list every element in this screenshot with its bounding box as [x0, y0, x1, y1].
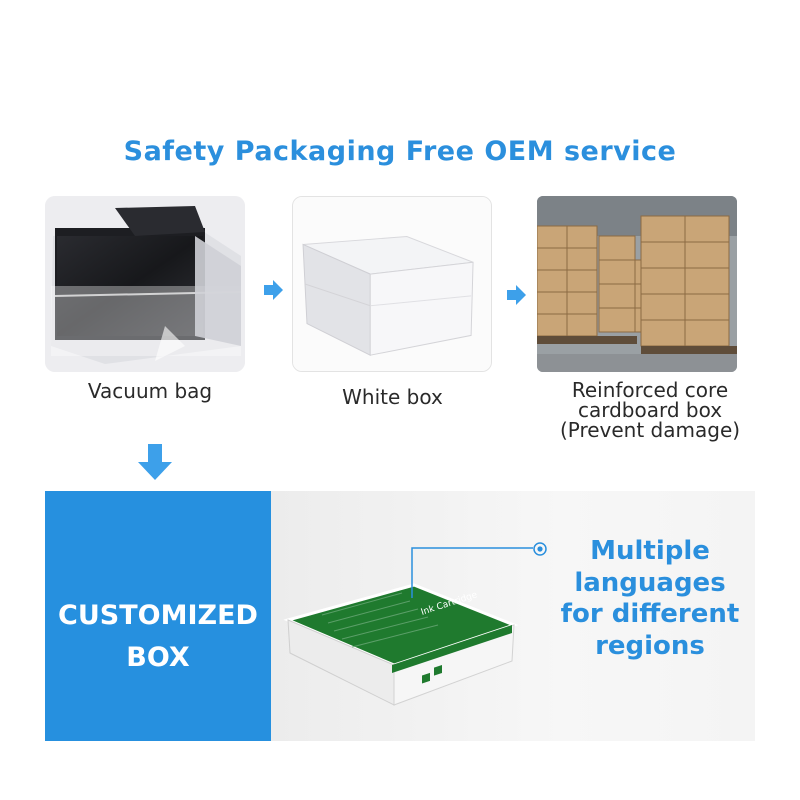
arrow-right-icon [262, 279, 284, 301]
multi-language-callout: Multiple languages for different regions [540, 536, 760, 662]
callout-line-text: languages [574, 567, 726, 598]
label-line: BOX [126, 642, 190, 673]
callout-line-text: for different [560, 599, 740, 629]
arrow-right-icon [505, 284, 527, 306]
customized-box-label: CUSTOMIZED BOX [45, 595, 271, 679]
arrow-down-icon [138, 444, 172, 480]
white-box-caption: White box [342, 385, 443, 409]
caption-line: Reinforced core [571, 378, 729, 402]
product-box-image: Ink Cartridge [282, 545, 532, 720]
vacuum-bag-image [45, 196, 245, 372]
white-box-image [292, 196, 492, 372]
cardboard-boxes-image [537, 196, 737, 372]
vacuum-bag-caption: Vacuum bag [87, 379, 213, 403]
caption-line: (Prevent damage) [559, 418, 741, 442]
cardboard-box-caption: Reinforced core cardboard box (Prevent d… [545, 380, 755, 440]
callout-line-text: Multiple [590, 536, 710, 566]
label-line: CUSTOMIZED [58, 600, 258, 631]
target-icon [533, 541, 547, 560]
caption-line: cardboard box [577, 398, 723, 422]
customized-box-panel: CUSTOMIZED BOX [45, 491, 271, 741]
page-headline: Safety Packaging Free OEM service [123, 136, 677, 167]
callout-line-text: regions [595, 630, 705, 661]
